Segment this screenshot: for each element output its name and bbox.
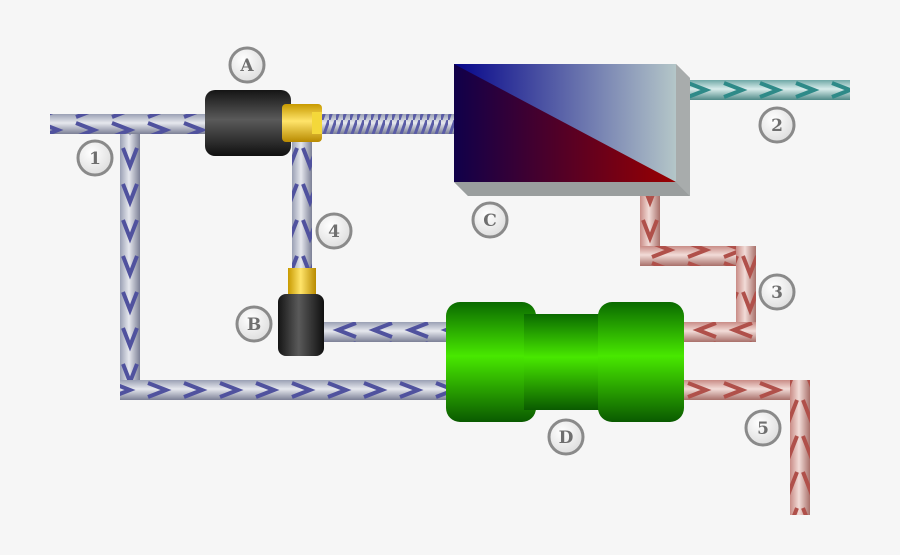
label-4: 4: [328, 222, 340, 242]
circle-badge-icon: [758, 106, 796, 144]
label-5: 5: [757, 419, 769, 439]
stream-5-pipe: [680, 380, 810, 515]
label-b: B: [247, 315, 261, 335]
label-badge-c: C: [471, 201, 509, 239]
circle-badge-icon: [228, 46, 266, 84]
label-a: A: [239, 56, 254, 76]
stream-3-pipe: [640, 188, 756, 342]
circle-badge-icon: [315, 212, 353, 250]
stream-4-pipe: [292, 142, 312, 272]
label-badge-5: 5: [744, 409, 782, 447]
label-badge-3: 3: [758, 273, 796, 311]
circle-badge-icon: [235, 305, 273, 343]
label-d: D: [559, 428, 574, 448]
label-c: C: [483, 211, 497, 231]
circle-badge-icon: [547, 418, 585, 456]
unit-d: [446, 302, 684, 422]
label-badge-2: 2: [758, 106, 796, 144]
label-2: 2: [771, 116, 783, 136]
label-badge-a: A: [228, 46, 266, 84]
unit-b: [278, 268, 324, 356]
circle-badge-icon: [744, 409, 782, 447]
label-badge-4: 4: [315, 212, 353, 250]
circle-badge-icon: [758, 273, 796, 311]
label-badge-b: B: [235, 305, 273, 343]
label-badge-d: D: [547, 418, 585, 456]
circle-badge-icon: [471, 201, 509, 239]
pipe-d-to-b: [322, 322, 452, 342]
label-3: 3: [771, 283, 783, 303]
stream-2-pipe: [688, 80, 850, 100]
label-1: 1: [89, 149, 101, 169]
unit-c: [454, 64, 690, 196]
circle-badge-icon: [76, 139, 114, 177]
spring-pipe-a-to-c: [322, 114, 457, 134]
unit-a: [205, 90, 322, 156]
label-badge-1: 1: [76, 139, 114, 177]
stream-1-pipe: [50, 114, 450, 400]
